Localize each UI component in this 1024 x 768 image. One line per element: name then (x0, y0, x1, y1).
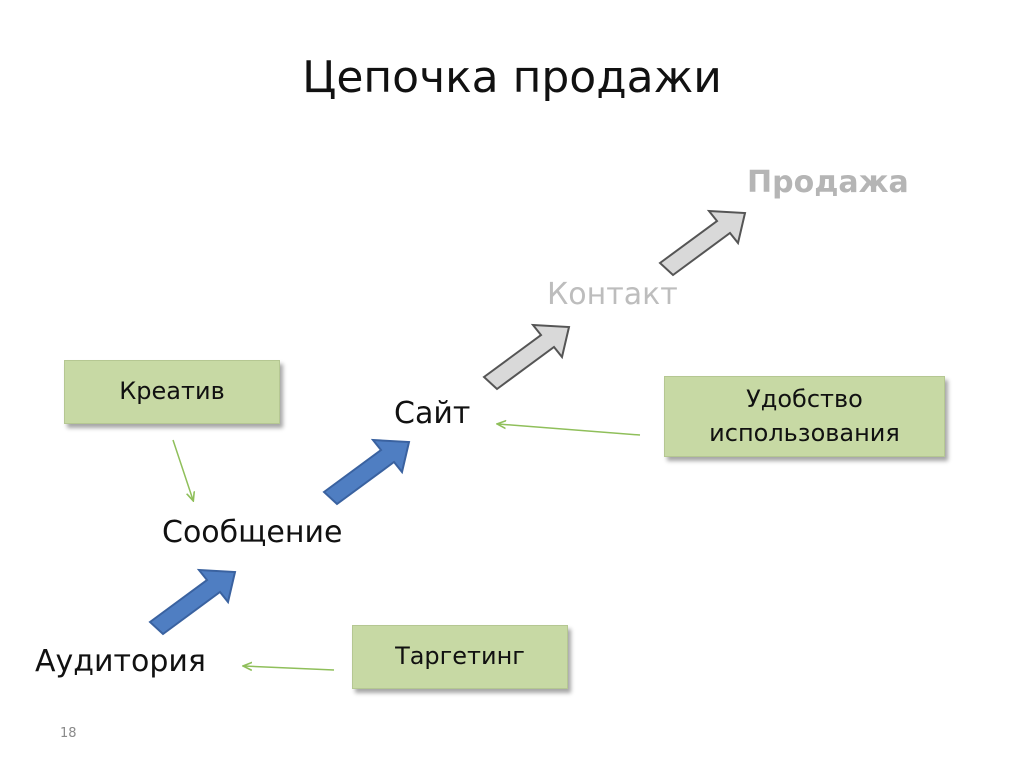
arrow-audience-to-message (148, 568, 237, 636)
influence-creative-to-message (172, 439, 193, 500)
label-sale: Продажа (747, 165, 909, 200)
influence-targeting-to-audience (244, 666, 335, 670)
arrow-contact-to-sale (658, 209, 747, 277)
label-message: Сообщение (162, 515, 343, 550)
label-site: Сайт (394, 396, 471, 431)
arrow-message-to-site (322, 438, 411, 506)
label-audience: Аудитория (35, 644, 206, 679)
box-targeting: Таргетинг (352, 625, 568, 689)
slide-title: Цепочка продажи (302, 52, 722, 103)
box-creative: Креатив (64, 360, 280, 424)
box-usability-line2: использования (709, 418, 900, 447)
box-creative-text: Креатив (119, 377, 225, 406)
box-usability: Удобство использования (664, 376, 945, 457)
arrow-site-to-contact (482, 323, 571, 391)
box-targeting-text: Таргетинг (395, 642, 525, 671)
influence-usability-to-site (498, 424, 641, 436)
page-number: 18 (60, 726, 77, 741)
label-contact: Контакт (547, 277, 678, 312)
box-usability-line1: Удобство (746, 384, 863, 413)
